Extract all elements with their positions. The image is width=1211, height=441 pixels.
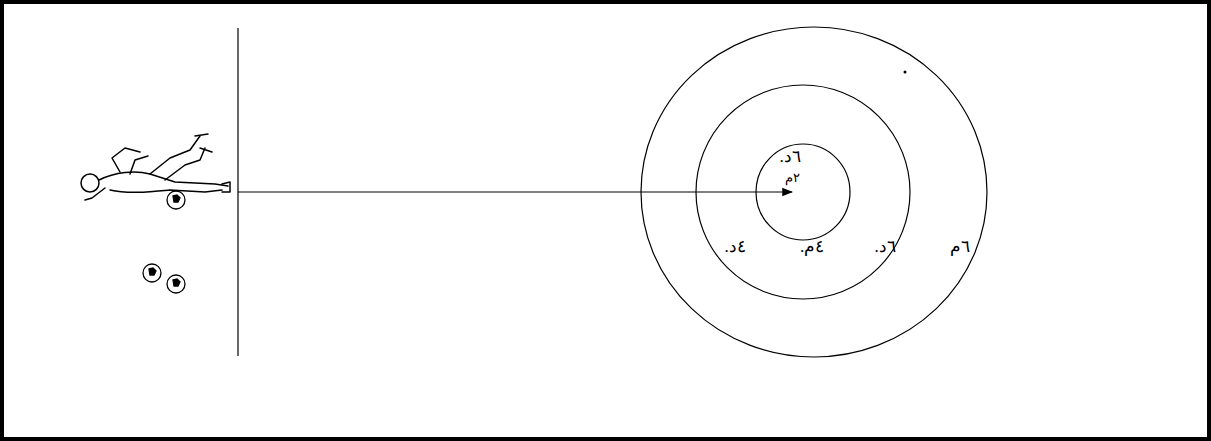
target-label: ٦د. bbox=[874, 238, 895, 255]
middle-ring bbox=[696, 85, 910, 299]
dot bbox=[904, 71, 907, 74]
balls bbox=[143, 191, 185, 293]
target-label: ٤م. bbox=[800, 238, 824, 255]
player-figure bbox=[81, 134, 230, 200]
target-label: ٦م bbox=[950, 238, 970, 255]
target-label: ٤د. bbox=[724, 238, 745, 255]
inner-ring bbox=[756, 144, 850, 240]
kick-arrow bbox=[238, 191, 792, 192]
target-label: ٦د. bbox=[779, 148, 800, 165]
target-label: ٢م bbox=[785, 171, 800, 184]
outer-ring bbox=[641, 27, 987, 357]
